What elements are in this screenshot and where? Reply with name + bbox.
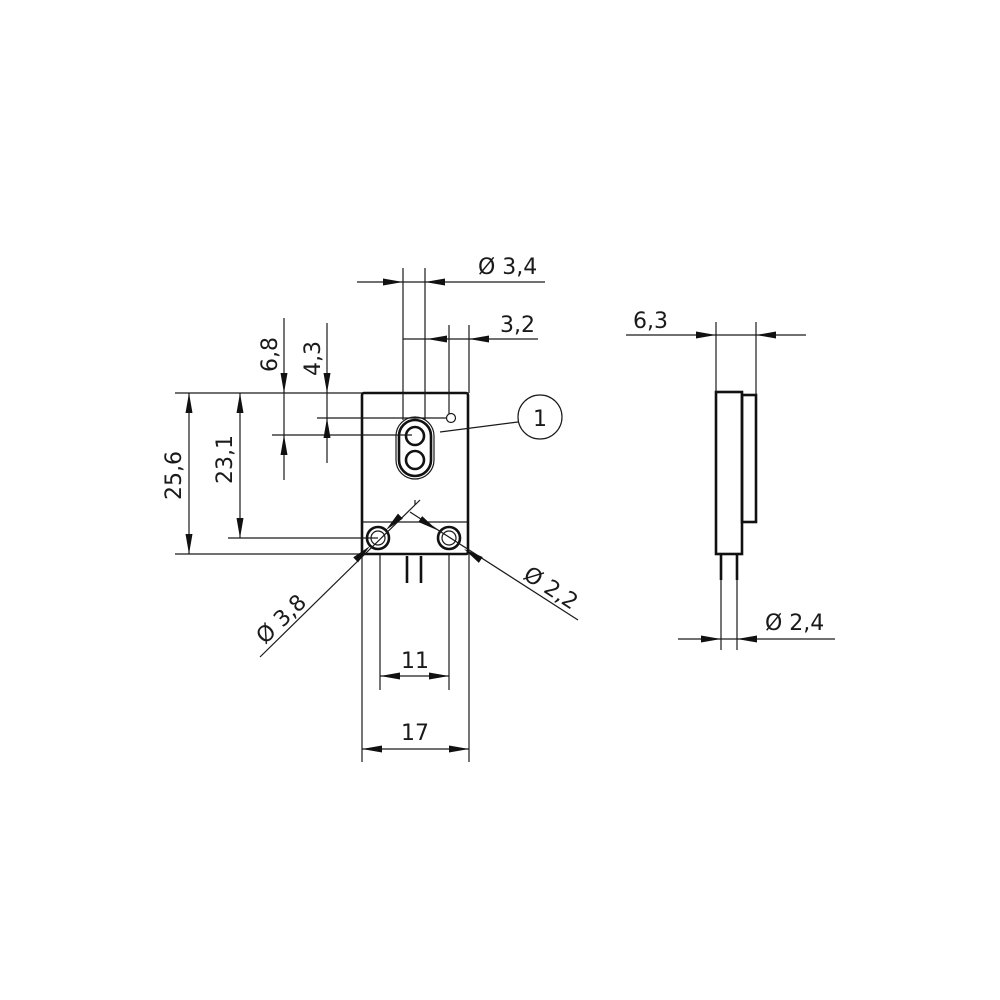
arrowhead [469,335,489,343]
callout-balloon [517,394,563,440]
dim-6-8: 6,8 [258,337,283,372]
sensor-slot-outer [395,416,435,480]
side-extension-lines [626,322,835,650]
side-view: 6,3 Ø 2,4 [626,309,835,650]
dim-pin-diameter: Ø 2,4 [765,611,824,636]
sensor-lens-top [404,425,426,447]
arrowhead [383,278,403,286]
dim-hole-spacing: 11 [401,649,429,674]
dim-width: 17 [401,721,429,746]
arrowhead [185,393,193,413]
arrowhead [429,672,449,680]
dim-mount-hole-outer: Ø 3,8 [252,590,312,649]
arrowhead [280,435,288,455]
side-plate [740,393,758,524]
arrowhead [280,373,288,393]
arrowhead [418,516,437,530]
arrowhead [353,546,370,563]
dim-mount-hole-inner: Ø 2,2 [519,562,582,615]
arrowhead [323,373,331,393]
arrowhead [185,534,193,554]
sensor-slot [397,418,433,478]
dim-depth: 6,3 [633,309,668,334]
dim-4-3: 4,3 [301,341,326,376]
arrowhead [425,278,445,286]
dim-bore-diameter: Ø 3,4 [478,255,537,280]
arrowhead [701,635,721,643]
dim-total-height: 25,6 [162,451,187,500]
sensor-body-outline [360,391,470,556]
mount-hole-right [436,525,462,551]
callout-leader [439,421,519,433]
dimension-arrows [185,278,776,753]
arrowhead [236,393,244,413]
arrowhead [386,513,403,530]
arrowhead [362,745,382,753]
arrowhead [464,549,483,563]
callout-number: 1 [533,407,547,432]
arrowhead [236,518,244,538]
arrowhead [427,335,447,343]
arrowhead [449,745,469,753]
led-indicator [445,412,457,424]
mount-hole-right-inner [441,530,457,546]
arrowhead [323,418,331,438]
arrowhead [756,331,776,339]
arrowhead [380,672,400,680]
dimension-lines [188,281,579,750]
arrowhead [696,331,716,339]
dim-bore-offset: 3,2 [500,313,535,338]
arrowhead [737,635,757,643]
dim-hole-height: 23,1 [213,435,238,484]
side-body [714,390,744,556]
front-view: 1 [162,255,582,762]
sensor-lens-bottom [404,449,426,471]
